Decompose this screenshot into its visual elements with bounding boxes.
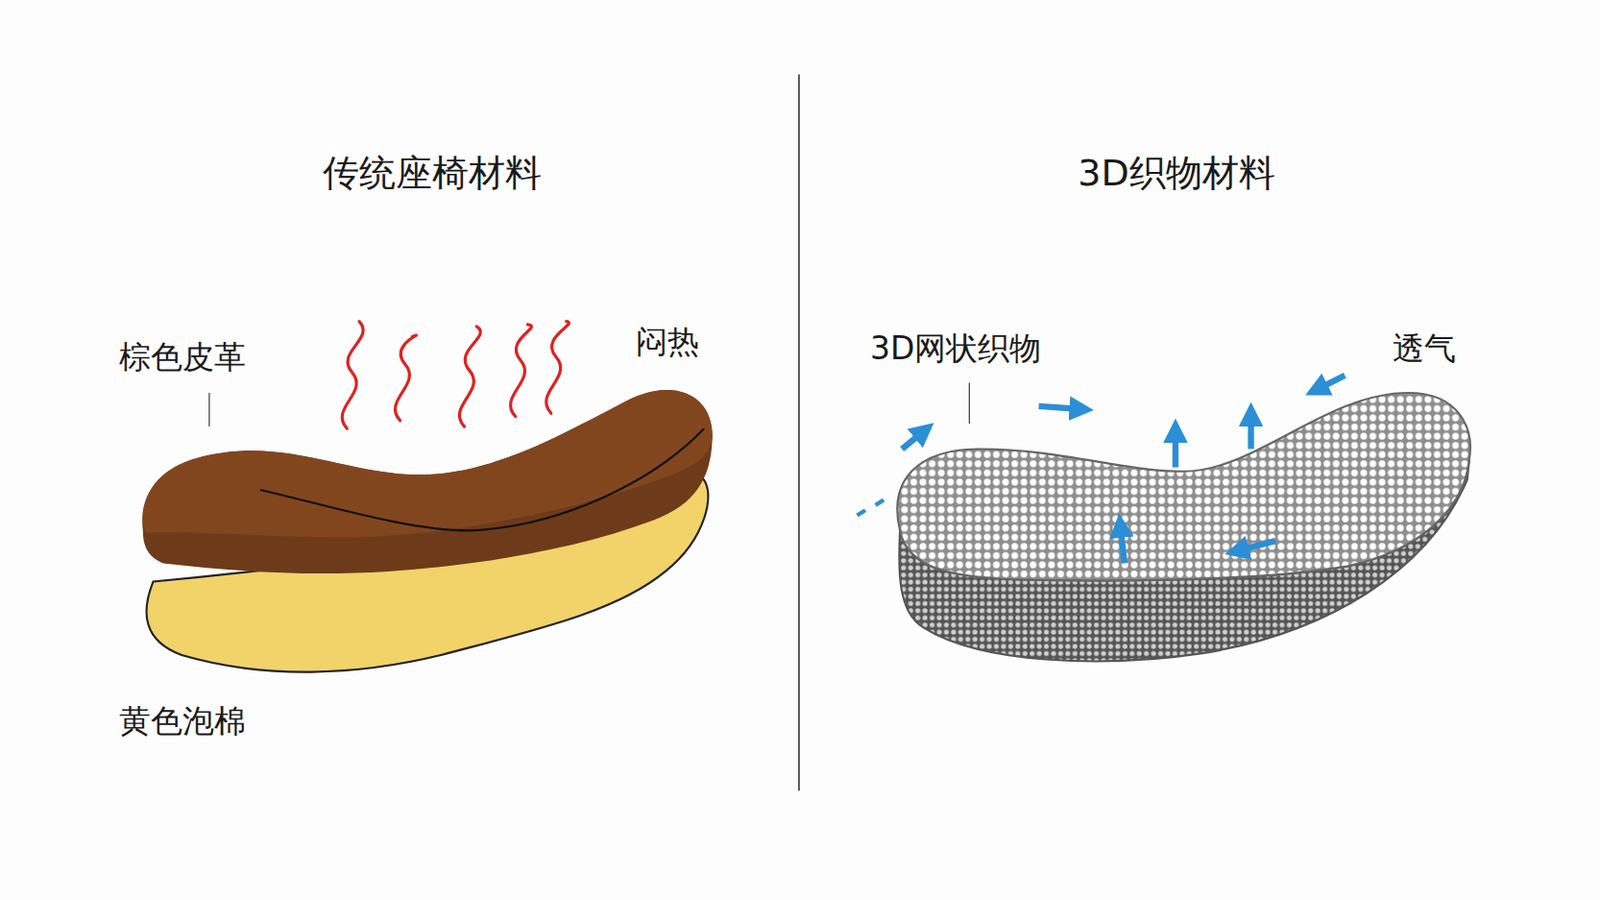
leader-line (969, 382, 970, 423)
heat-waves (341, 321, 569, 430)
part-label: 3D网状织物 (870, 329, 1101, 368)
effect-label: 透气 (1392, 329, 1508, 368)
seam-line (260, 428, 704, 531)
leader-line (208, 392, 210, 427)
panel-heading: 3D织物材料 (1032, 151, 1321, 196)
mesh-top (896, 392, 1471, 581)
panel-heading: 传统座椅材料 (288, 151, 577, 196)
airflow-arrows (901, 375, 1345, 563)
leather-lower (142, 389, 713, 574)
divider-line (798, 74, 800, 792)
part-label: 棕色皮革 (119, 338, 312, 377)
leather-upper (143, 389, 713, 537)
effect-label: 闷热 (635, 322, 752, 362)
part-label: 黄色泡棉 (119, 702, 312, 741)
airflow-dash (856, 500, 884, 516)
